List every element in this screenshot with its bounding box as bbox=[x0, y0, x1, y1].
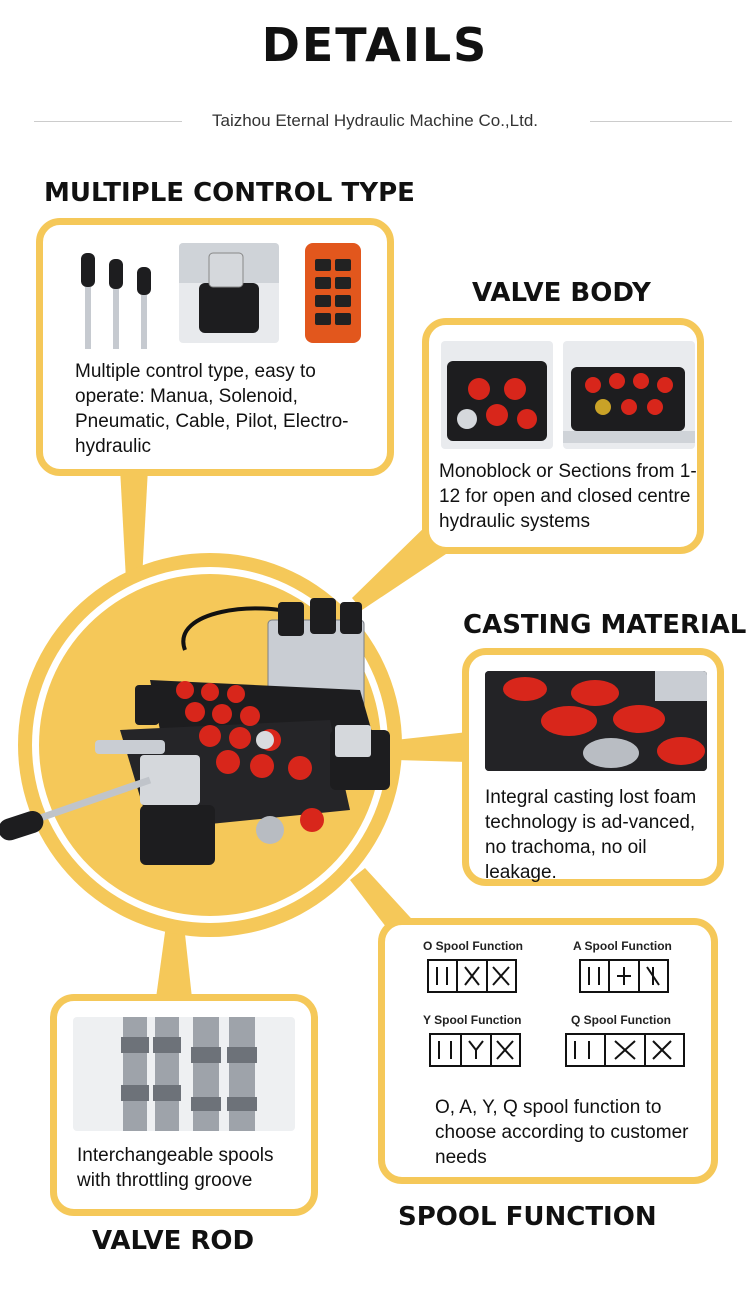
card-control-type: Multiple control type, easy to operate: … bbox=[36, 218, 394, 476]
casting-description: Integral casting lost foam technology is… bbox=[485, 787, 697, 883]
hero-valve-image bbox=[0, 598, 390, 865]
spool-label-a: A Spool Function bbox=[573, 939, 672, 953]
spool-symbol-o bbox=[427, 959, 517, 993]
spools-image bbox=[73, 1017, 295, 1131]
card-casting-material: Integral casting lost foam technology is… bbox=[462, 648, 724, 886]
control-type-description: Multiple control type, easy to operate: … bbox=[75, 361, 349, 457]
spool-label-y: Y Spool Function bbox=[423, 1013, 522, 1027]
card-valve-rod: Interchangeable spools with throttling g… bbox=[50, 994, 318, 1216]
card-spool-function: O Spool Function A Spool Function Y Spoo… bbox=[378, 918, 718, 1184]
remote-control-image bbox=[305, 243, 361, 343]
valve-rod-description: Interchangeable spools with throttling g… bbox=[77, 1145, 274, 1191]
spool-symbol-y bbox=[429, 1033, 521, 1067]
connector-valve-rod bbox=[156, 925, 192, 998]
spool-symbol-q bbox=[565, 1033, 685, 1067]
page-title: DETAILS bbox=[261, 18, 489, 72]
connector-casting bbox=[395, 732, 468, 762]
heading-valve-body: VALVE BODY bbox=[472, 278, 651, 308]
connector-control-type bbox=[120, 468, 148, 580]
heading-valve-rod: VALVE ROD bbox=[92, 1226, 255, 1256]
solenoid-image bbox=[179, 243, 279, 343]
sectional-valve-image bbox=[563, 341, 695, 449]
monoblock-image bbox=[441, 341, 553, 449]
spool-function-description: O, A, Y, Q spool function to choose acco… bbox=[435, 1097, 689, 1168]
card-valve-body: Monoblock or Sections from 1-12 for open… bbox=[422, 318, 704, 554]
spool-label-q: Q Spool Function bbox=[571, 1013, 671, 1027]
divider-left bbox=[34, 121, 182, 122]
divider-right bbox=[590, 121, 732, 122]
heading-control-type: MULTIPLE CONTROL TYPE bbox=[44, 178, 415, 208]
heading-casting-material: CASTING MATERIAL bbox=[463, 610, 747, 640]
casting-closeup-image bbox=[485, 671, 707, 771]
manual-levers-image bbox=[71, 245, 167, 353]
spool-symbol-a bbox=[579, 959, 669, 993]
spool-label-o: O Spool Function bbox=[423, 939, 523, 953]
heading-spool-function: SPOOL FUNCTION bbox=[398, 1202, 657, 1232]
valve-body-description: Monoblock or Sections from 1-12 for open… bbox=[439, 461, 697, 532]
company-name: Taizhou Eternal Hydraulic Machine Co.,Lt… bbox=[212, 111, 538, 130]
